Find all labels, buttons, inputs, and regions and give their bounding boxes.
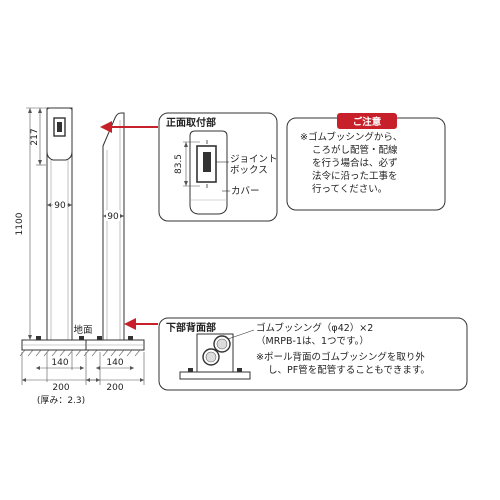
front-anchor-bolt (79, 336, 84, 340)
bushing-label: ゴムブッシング（φ42）×2 （MRPB-1は、1つです。） (256, 322, 376, 347)
front-mount-detail: 正面取付部 83.5 ジョイント ボックス カバー (158, 112, 281, 222)
arrow-bottom-back (124, 318, 136, 330)
dim-height-top: 217 (30, 128, 40, 145)
bottom-anchor-bolt (188, 368, 193, 372)
bottom-back-detail: 下部背面部 ゴムブッシング（φ42）×2 （MRPB-1は、1つです。） ※ポー… (158, 317, 468, 391)
side-anchor-bolt (128, 336, 133, 340)
caution-badge (337, 113, 397, 129)
front-anchor-bolt (36, 336, 41, 340)
front-pole-view: 1100 217 90 140 200 (厚み：2.3) (15, 107, 101, 406)
side-anchor-bolt (97, 336, 102, 340)
dim-pole-width-side: 90 (107, 212, 119, 222)
dim-base-outer-front: 200 (52, 383, 69, 393)
side-pole-body (102, 112, 125, 341)
ground-label: 地面 (73, 324, 92, 336)
dim-height-total: 1100 (15, 212, 25, 235)
arrow-front-mount (100, 121, 112, 133)
thickness-label: (厚み：2.3) (37, 395, 85, 406)
dim-base-inner-front: 140 (51, 358, 68, 368)
caution-box: ご注意 ※ゴムブッシングから、 ころがし配管・配線 を行う場合は、必ず 法令に沿… (286, 113, 446, 211)
front-mount-title: 正面取付部 (166, 116, 216, 129)
cover-label: カバー (231, 186, 260, 197)
dim-pole-width-front: 90 (54, 201, 66, 211)
caution-text: ※ゴムブッシングから、 ころがし配管・配線 を行う場合は、必ず 法令に沿った工事… (300, 131, 405, 195)
dim-base-inner-side: 140 (106, 358, 123, 368)
bottom-back-title: 下部背面部 (166, 321, 216, 334)
pointer-arrows (100, 121, 158, 330)
bottom-back-note: ※ポール背面のゴムブッシングを取り外 し、PF管を配管することもできます。 (256, 351, 430, 376)
dim-joint-spacing: 83.5 (174, 154, 184, 174)
bottom-anchor-bolt (237, 368, 242, 372)
caution-badge-label: ご注意 (353, 116, 382, 128)
dim-base-outer-side: 200 (106, 383, 123, 393)
bottom-base-plate (179, 371, 251, 380)
joint-box-label: ジョイント ボックス (230, 154, 281, 176)
side-pole-view: 地面 90 140 200 (73, 112, 145, 393)
